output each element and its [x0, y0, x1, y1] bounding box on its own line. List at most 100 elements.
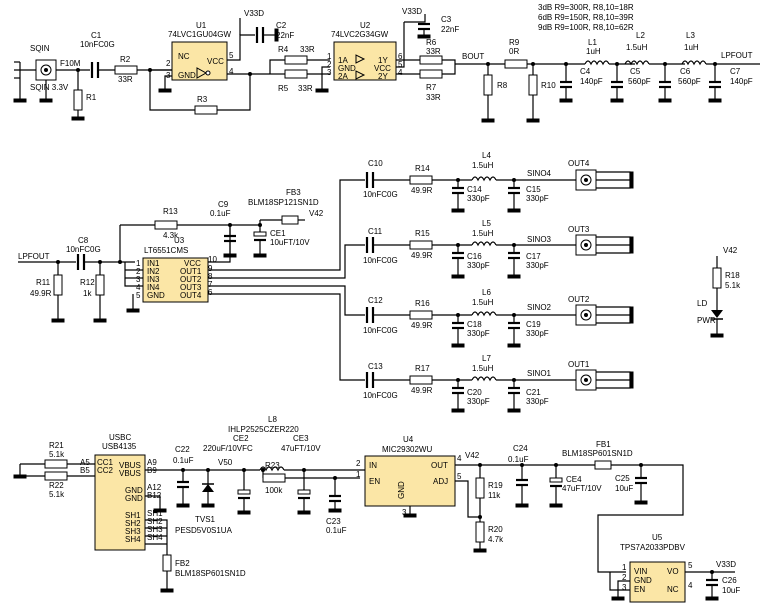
ground-symbol [253, 253, 267, 258]
ground-symbol [629, 236, 634, 254]
usb-pin-gnd: GND [125, 486, 143, 495]
lpfout-net-label: LPFOUT [721, 51, 753, 60]
r3-ref: R3 [197, 95, 208, 104]
u3-ref: U3 [174, 236, 185, 245]
resistors-r4-r5: R4 33R R5 33R [269, 45, 330, 93]
ground-symbol [328, 508, 342, 513]
fb1-section: FB1 BLM18SP601SN1D C25 10uF [562, 440, 684, 573]
u4-pin-num: 4 [457, 454, 462, 463]
u5-pin-num: 3 [622, 583, 627, 592]
u5-pin-num: 5 [688, 561, 693, 570]
u5-pin-nc: NC [667, 585, 679, 594]
u2-body [333, 41, 397, 81]
r20-value: 4.7k [488, 535, 504, 544]
ground-symbol [297, 510, 311, 515]
connector-pin [584, 378, 588, 382]
ground-symbol [507, 343, 521, 348]
u1-body [171, 41, 228, 81]
r16-ref: R16 [415, 299, 430, 308]
c11-ref: C11 [368, 227, 383, 236]
usb-pin-cc1: CC1 [97, 458, 114, 467]
resistor-r11 [53, 274, 63, 296]
c1-ref: C1 [91, 31, 102, 40]
c8-value: 10nFC0G [66, 245, 101, 254]
inductor-l5 [471, 241, 497, 247]
ic-u3: U3 LT6551CMS IN1 IN2 IN3 IN4 GND VCC OUT… [136, 225, 231, 303]
c15-value: 330pF [526, 194, 549, 203]
ground-symbol [451, 274, 465, 279]
usb-pin-sh2b: SH2 [147, 517, 163, 526]
c7-value: 140pF [730, 77, 753, 86]
r11-ref: R11 [36, 278, 51, 287]
ground-symbol [507, 274, 521, 279]
out2-label: OUT2 [568, 295, 590, 304]
ferrite-bead-fb1 [594, 460, 612, 470]
v42-label: V42 [309, 209, 324, 218]
c2-ref: C2 [276, 21, 287, 30]
ground-symbol [526, 118, 540, 123]
usb-pin-vbus: VBUS [119, 469, 141, 478]
connector-pin [584, 313, 588, 317]
input-protection: C22 0.1uF TVS1 PESD5V0S1UA CE2 220uF/10V… [173, 434, 260, 535]
bout-net-label: BOUT [462, 52, 484, 61]
l2-ref: L2 [636, 31, 645, 40]
tvs1-ref: TVS1 [195, 515, 216, 524]
r6-ref: R6 [426, 38, 437, 47]
ground-symbol [13, 474, 27, 479]
l8-part: IHLP2525CZER220 [228, 425, 299, 434]
c4-value: 140pF [580, 77, 603, 86]
c17-value: 330pF [526, 261, 549, 270]
u3-part: LT6551CMS [144, 246, 188, 255]
usb-c-connector: USBC USB4135 CC1 CC2 VBUS VBUS GND GND S… [80, 433, 246, 593]
input-network-u3: LPFOUT R11 49.9R C8 10nFC0G R12 1k R13 4… [18, 207, 261, 323]
usbc-ref: USBC [109, 433, 131, 442]
ground-symbol [153, 508, 167, 513]
u1-ref: U1 [196, 21, 207, 30]
usb-pin-sh3: SH3 [125, 527, 141, 536]
ce2-value: 220uF/10VFC [203, 444, 253, 453]
ground-symbol [274, 28, 279, 42]
ground-symbol [160, 588, 174, 593]
connector-pin [584, 178, 588, 182]
r16-value: 49.9R [411, 321, 433, 330]
inductor-l6 [471, 311, 497, 317]
u4-body [364, 455, 456, 507]
usb-pin-sh1b: SH1 [147, 509, 163, 518]
cc-resistors: R21 5.1k R22 5.1k [13, 441, 95, 499]
r5-value: 33R [298, 84, 313, 93]
r23-ref: R23 [265, 461, 280, 470]
sqin-part-label: SQIN 3.3V [30, 83, 69, 92]
r2-value: 33R [118, 75, 133, 84]
low-pass-filter: C4 140pF L1 1uH C5 560pF L2 1.5uH C6 560… [559, 31, 760, 103]
r15-ref: R15 [415, 229, 430, 238]
c12-value: 10nFC0G [363, 326, 398, 335]
u2-pin-2a: 2A [338, 72, 348, 81]
u5-ref: U5 [652, 533, 663, 542]
usb-pin-sh1: SH1 [125, 511, 141, 520]
ground-symbol [559, 98, 573, 103]
ground-symbol [507, 208, 521, 213]
c24-ref: C24 [513, 444, 528, 453]
r14-value: 49.9R [411, 186, 433, 195]
v42-label: V42 [723, 246, 738, 255]
r12-ref: R12 [80, 278, 95, 287]
u2-pin-num: 1 [327, 52, 332, 61]
v33d-label: V33D [716, 560, 736, 569]
inductor-l7 [471, 376, 497, 382]
ground-symbol [710, 333, 724, 338]
resistor-r14 [409, 175, 433, 185]
power-led-section: V42 R18 5.1k LD PWR [697, 246, 741, 338]
tvs1-part: PESD5V0S1UA [175, 526, 233, 535]
u3-pin-num: 7 [208, 280, 213, 289]
ground-symbol [629, 371, 634, 389]
ground-symbol [629, 306, 634, 324]
u4-pin-adj: ADJ [433, 477, 448, 486]
r7-value: 33R [426, 93, 441, 102]
r19-value: 11k [488, 491, 501, 500]
ground-symbol [451, 343, 465, 348]
decoupling-c3: V33D C3 22nF [402, 7, 459, 39]
connector-pin [584, 243, 588, 247]
inductor-l3 [681, 60, 707, 66]
u1-pin-num: 2 [166, 59, 171, 68]
fb3-part: BLM18SP121SN1D [248, 198, 319, 207]
